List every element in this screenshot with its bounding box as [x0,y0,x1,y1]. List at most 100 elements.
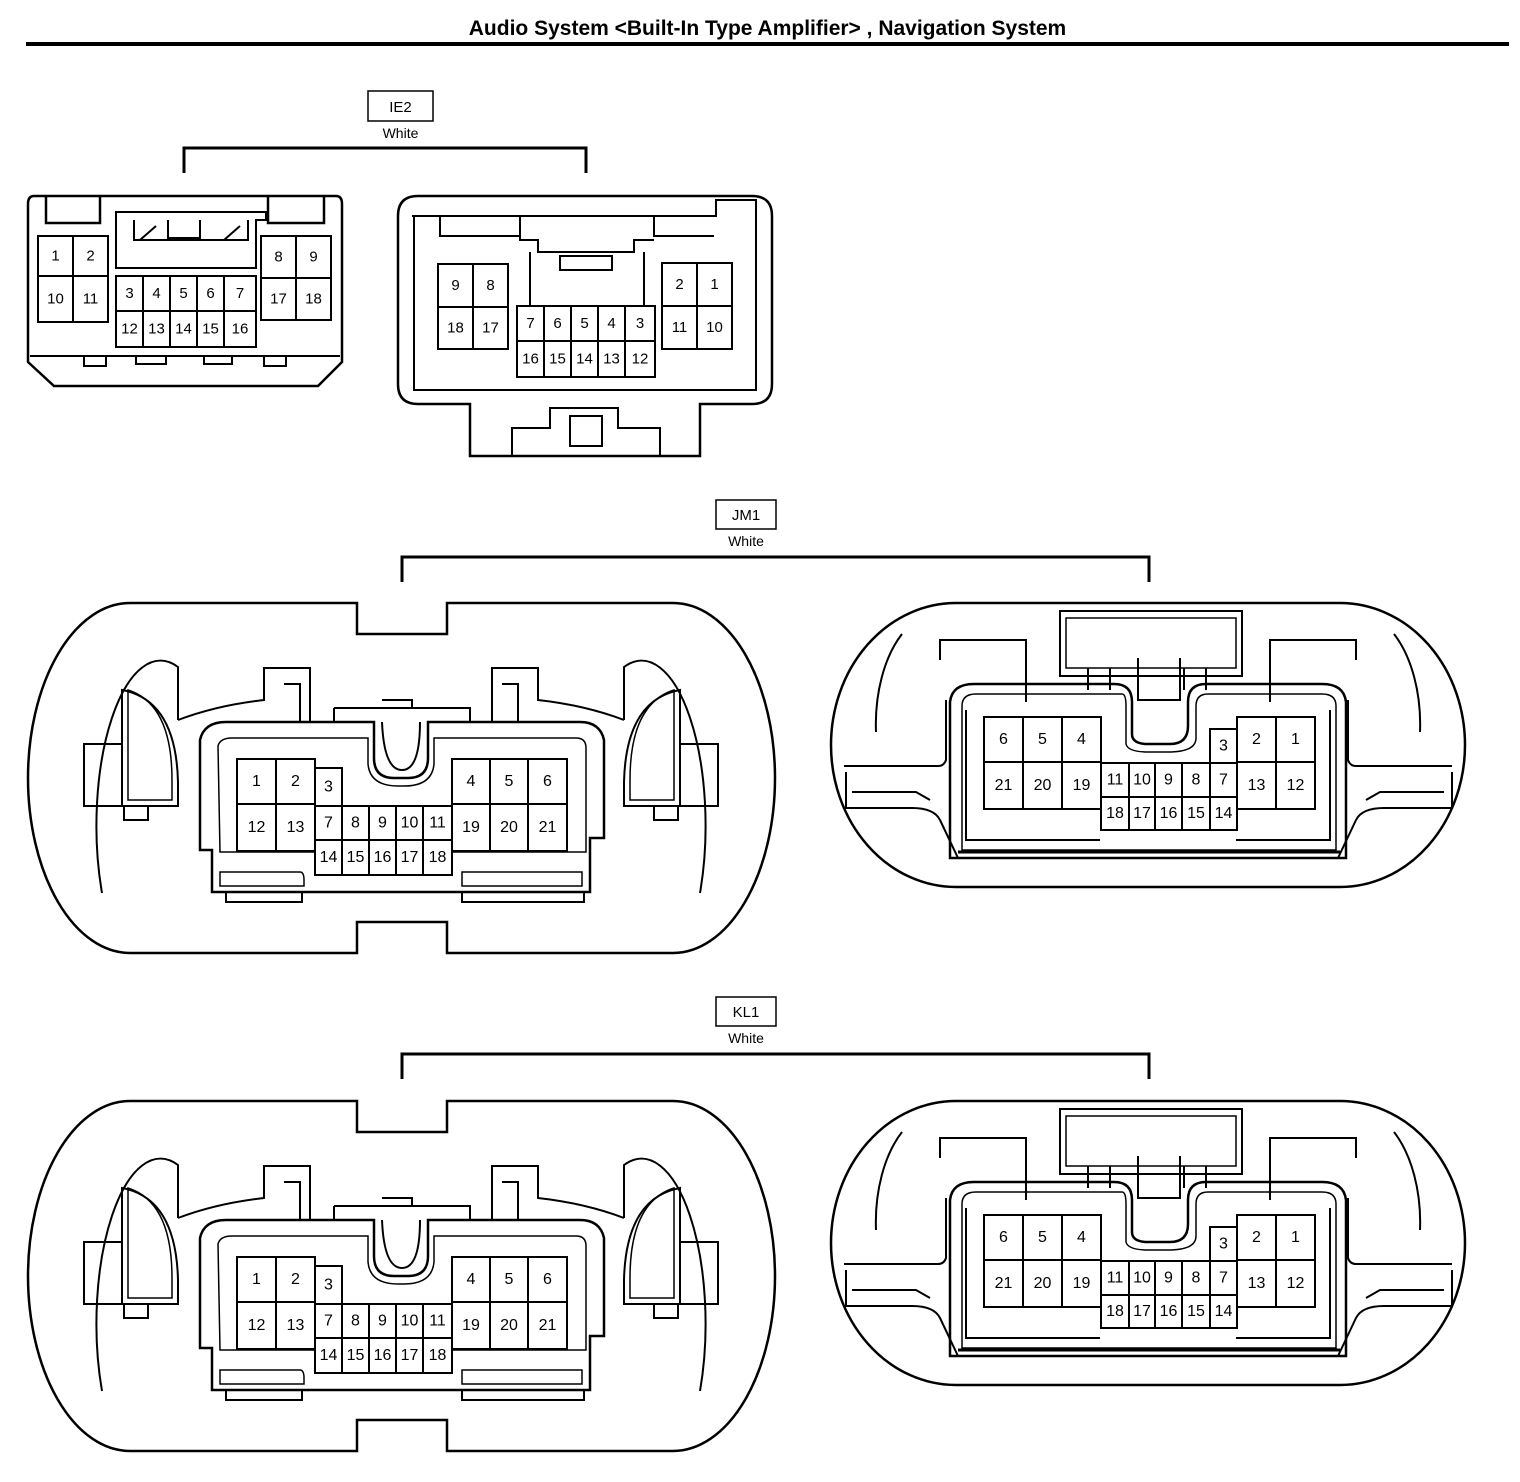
pin-number: 15 [1187,805,1205,822]
pin-number: 16 [374,849,392,866]
pin-cell [696,305,733,350]
pin-number: 1 [51,248,59,265]
pin-number: 13 [603,351,620,368]
connector-label-box [715,499,777,530]
pin-number: 1 [252,773,261,790]
pin-cell [395,839,424,876]
pin-cell [570,305,599,342]
pin-number: 14 [320,849,338,866]
pin-cell [1209,1294,1238,1329]
pin-number: 17 [1133,1303,1151,1320]
pin-cell [451,758,491,805]
pin-number: 18 [1106,1303,1124,1320]
title-rule [26,42,1509,46]
pin-number: 8 [1192,772,1201,789]
pin-number: 12 [121,321,138,338]
pin-number: 1 [710,276,718,293]
pin-number: 16 [522,351,539,368]
pin-number: 3 [1219,1236,1228,1253]
pin-number: 5 [1038,731,1047,748]
pin-number: 11 [1107,772,1124,789]
pin-cell [983,1259,1024,1308]
pin-number: 14 [576,351,593,368]
pin-cell [422,839,453,876]
pin-number: 14 [175,321,192,338]
pin-cell [1100,1294,1130,1329]
pin-number: 2 [675,276,683,293]
pin-number: 9 [378,1313,387,1330]
pin-cell [275,758,316,805]
pin-number: 2 [291,773,300,790]
pin-number: 16 [1160,1303,1178,1320]
pin-number: 9 [1164,772,1173,789]
pin-number: 1 [1291,731,1300,748]
pin-number: 8 [486,277,494,294]
pin-cell [472,306,509,350]
pin-number: 15 [549,351,566,368]
pin-cell [527,1301,568,1350]
pin-cell [236,1301,277,1350]
pin-number: 7 [526,315,534,332]
pin-cell [1128,762,1156,798]
pin-number: 4 [607,315,615,332]
pin-cell [260,235,297,279]
pin-number: 5 [505,773,514,790]
pin-number: 15 [347,1347,365,1364]
pin-number: 19 [1073,777,1091,794]
pin-cell [1275,1214,1316,1261]
pin-number: 11 [429,1313,446,1330]
pin-number: 8 [351,1313,360,1330]
pin-number: 8 [1192,1270,1201,1287]
connector-housing-kl1-right [829,1099,1467,1387]
pin-number: 7 [236,285,244,302]
pin-number: 13 [1248,777,1266,794]
pin-number: 18 [429,1347,447,1364]
pin-cell [115,310,144,348]
pin-number: 7 [1219,1270,1228,1287]
pin-cell [115,275,144,312]
pin-cell [661,305,698,350]
connector-code: KL1 [733,1004,760,1021]
pin-number: 5 [505,1271,514,1288]
pin-cell [983,761,1024,810]
pin-number: 6 [543,773,552,790]
pin-number: 3 [1219,738,1228,755]
pin-number: 21 [539,819,557,836]
pin-number: 7 [324,815,333,832]
pin-cell [624,305,656,342]
pin-number: 9 [378,815,387,832]
pin-cell [422,1303,453,1339]
pin-number: 10 [401,815,419,832]
pin-cell [1022,1259,1063,1308]
pin-cell [295,277,332,321]
pin-number: 13 [287,819,305,836]
pin-number: 2 [1252,731,1261,748]
connector-label-box [715,996,777,1027]
pin-cell [1209,1226,1238,1262]
pin-number: 15 [1187,1303,1205,1320]
pin-cell [527,758,568,805]
pin-number: 18 [305,291,322,308]
pin-cell [275,803,316,852]
pin-number: 21 [995,777,1013,794]
connector-housing-jm1-right [829,601,1467,889]
connector-code: IE2 [389,99,412,116]
pin-cell [37,275,74,323]
pin-number: 14 [1215,805,1233,822]
pin-number: 12 [632,351,649,368]
pin-cell [570,340,599,378]
pin-cell [275,1256,316,1303]
pin-number: 10 [47,291,64,308]
pin-number: 4 [467,1271,476,1288]
pin-number: 14 [1215,1303,1233,1320]
pin-number: 12 [248,819,266,836]
pin-number: 6 [543,1271,552,1288]
pin-number: 6 [553,315,561,332]
pin-number: 4 [467,773,476,790]
pin-cell [489,1256,529,1303]
pin-number: 15 [347,849,365,866]
